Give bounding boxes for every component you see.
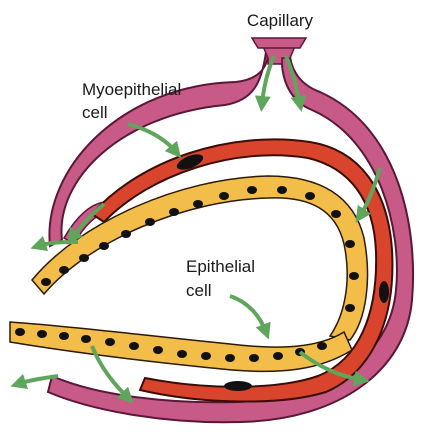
epithelial-nucleus <box>41 278 51 286</box>
epithelial-nucleus <box>105 338 115 346</box>
capillary-label: Capillary <box>247 11 314 30</box>
epithelial-nucleus <box>15 328 25 336</box>
epithelial-nucleus <box>305 192 315 200</box>
epithelial-cell-label-line2: cell <box>186 281 212 300</box>
epithelial-nucleus <box>193 200 203 208</box>
epithelial-nucleus <box>225 354 235 362</box>
epithelial-nucleus <box>129 342 139 350</box>
epithelial-nucleus <box>79 254 89 262</box>
epithelial-nucleus <box>345 304 355 312</box>
myoepithelial-nucleus <box>379 281 389 303</box>
myoepithelial-cell-label-line1: Myoepithelial <box>82 80 181 99</box>
epithelial-nucleus <box>219 192 229 200</box>
myoepithelial-pointer-arrow <box>128 124 176 152</box>
epithelial-nucleus <box>273 352 283 360</box>
epithelial-pointer-arrow <box>230 296 266 332</box>
myoepithelial-nucleus <box>224 381 252 391</box>
epithelial-nucleus <box>349 272 359 280</box>
epithelial-nucleus <box>177 350 187 358</box>
epithelial-nucleus <box>153 346 163 354</box>
epithelial-nucleus <box>247 186 257 194</box>
epithelial-nucleus <box>201 352 211 360</box>
epithelial-nucleus <box>59 332 69 340</box>
epithelial-nucleus <box>345 240 355 248</box>
epithelial-nucleus <box>317 342 327 350</box>
epithelial-nucleus <box>121 230 131 238</box>
epithelial-nucleus <box>145 218 155 226</box>
epithelial-nucleus <box>331 210 341 218</box>
capillary-top-cap <box>252 38 306 48</box>
myoepithelial-cell-label-line2: cell <box>82 103 108 122</box>
epithelial-nucleus <box>99 242 109 250</box>
epithelial-nucleus <box>59 266 69 274</box>
epithelial-nucleus <box>37 330 47 338</box>
epithelial-cell-label-line1: Epithelial <box>186 257 255 276</box>
epithelial-lower-row-base <box>10 322 352 371</box>
epithelial-nucleus <box>81 335 91 343</box>
epithelial-nucleus <box>169 208 179 216</box>
epithelial-nucleus <box>249 354 259 362</box>
epithelial-nucleus <box>277 186 287 194</box>
